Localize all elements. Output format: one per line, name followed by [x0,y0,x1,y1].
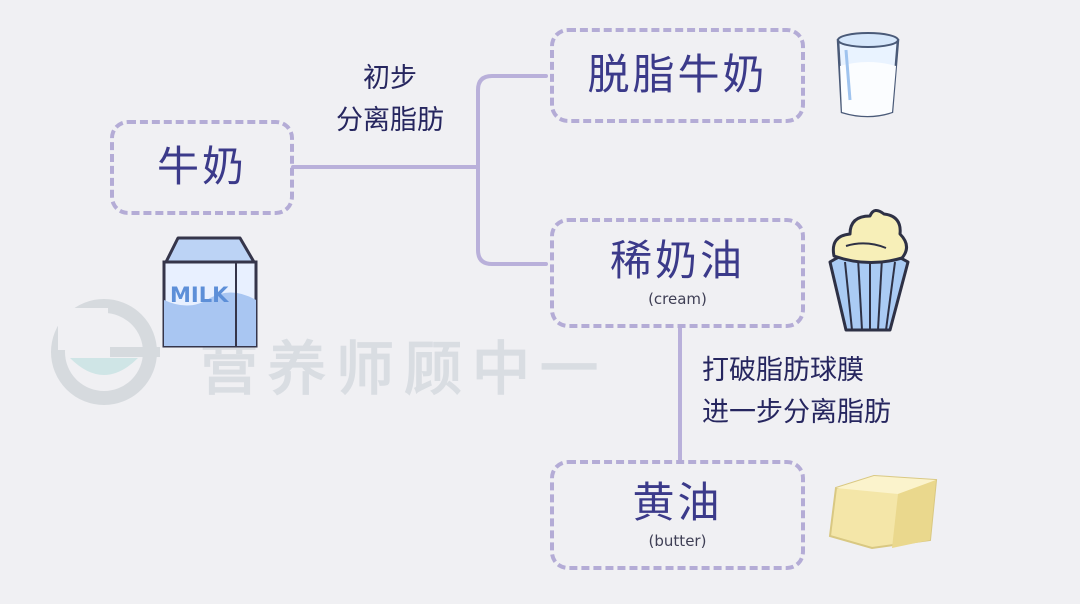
diagram-canvas: 营养师顾中一 牛奶 脱脂牛奶 稀奶油 (cream) 黄油 (butter) 初… [0,0,1080,604]
butter-block-icon [0,0,1080,604]
